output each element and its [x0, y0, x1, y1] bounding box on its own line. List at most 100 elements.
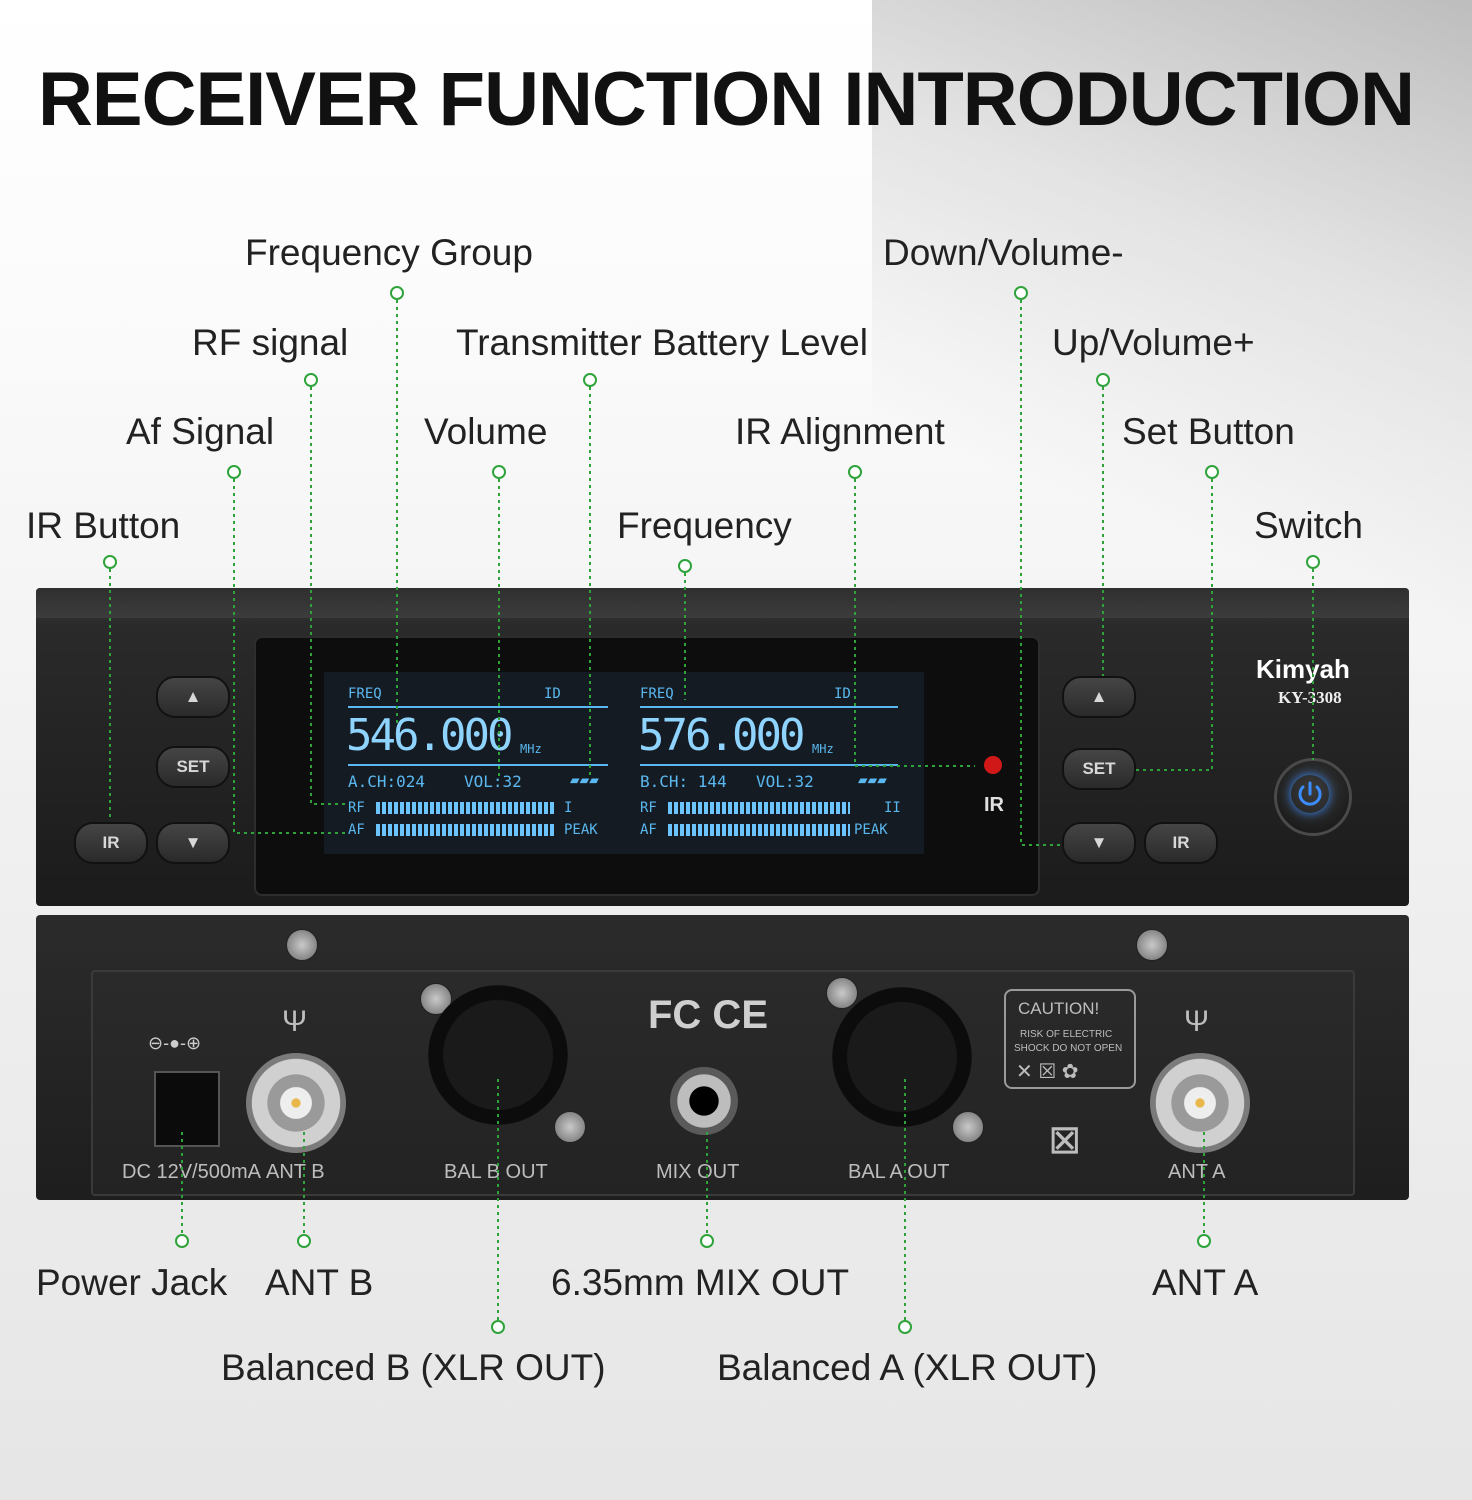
lcd-b-peak: PEAK — [854, 822, 888, 838]
ant-a-label: ANT A — [1168, 1161, 1226, 1183]
callout-dot — [848, 465, 862, 479]
lcd-a-unit: MHz — [520, 742, 542, 756]
screw-icon — [420, 983, 452, 1015]
label-ant-b: ANT B — [265, 1262, 374, 1303]
label-set-button: Set Button — [1122, 411, 1295, 452]
left-set-button[interactable]: SET — [156, 746, 230, 788]
front-top-edge — [36, 588, 1409, 618]
right-set-button[interactable]: SET — [1062, 748, 1136, 790]
leader-af-signal — [233, 479, 348, 834]
caution-line2: SHOCK DO NOT OPEN — [1014, 1043, 1123, 1054]
right-ir-button[interactable]: IR — [1144, 822, 1218, 864]
page-title: RECEIVER FUNCTION INTRODUCTION — [38, 57, 1415, 142]
label-ir-alignment: IR Alignment — [735, 411, 945, 452]
label-frequency-group: Frequency Group — [245, 232, 533, 273]
receiver-front-panel: ▲ SET IR ▼ FREQ ID 546.000 MHz A.CH:024 … — [36, 588, 1409, 906]
lcd-b-channel-index: II — [884, 800, 901, 816]
screw-icon — [952, 1111, 984, 1143]
caution-line1: RISK OF ELECTRIC — [1020, 1029, 1113, 1040]
label-down-volume: Down/Volume- — [883, 232, 1124, 273]
lcd-a-rf-meter — [376, 802, 556, 814]
lcd-b-battery-icon: ▰▰▰ — [858, 770, 887, 789]
certification-marks: FC CE — [648, 993, 768, 1037]
callout-dot — [390, 286, 404, 300]
ant-b-label: ANT B — [266, 1161, 325, 1183]
mix-out-jack[interactable] — [670, 1067, 738, 1135]
lcd-a-mid-rule — [348, 764, 608, 766]
lcd-b-mid-rule — [640, 764, 898, 766]
label-ant-a: ANT A — [1152, 1262, 1259, 1303]
power-jack[interactable] — [154, 1071, 220, 1147]
bal-a-label: BAL A OUT — [848, 1161, 950, 1183]
ant-a-connector[interactable] — [1150, 1053, 1250, 1153]
callout-dot — [700, 1234, 714, 1248]
xlr-a-connector[interactable] — [832, 987, 972, 1127]
screw-icon — [286, 929, 318, 961]
lcd-b-rf-label: RF — [640, 800, 657, 816]
lcd-a-channel: A.CH:024 — [348, 772, 426, 791]
lcd-b-channel: B.CH: 144 — [640, 772, 727, 791]
lcd-a-channel-index: I — [564, 800, 573, 816]
callout-dot — [678, 559, 692, 573]
callout-dot — [297, 1234, 311, 1248]
lcd-a-battery-icon: ▰▰▰ — [570, 770, 599, 789]
lcd-b-id-label: ID — [834, 686, 851, 702]
ant-b-connector[interactable] — [246, 1053, 346, 1153]
lcd-a-af-meter — [376, 824, 556, 836]
lcd-a-peak: PEAK — [564, 822, 598, 838]
callout-dot — [227, 465, 241, 479]
lcd-a-volume: VOL:32 — [464, 772, 522, 791]
leader-ir-alignment — [854, 479, 975, 767]
callout-dot — [103, 555, 117, 569]
right-down-button[interactable]: ▼ — [1062, 822, 1136, 864]
lcd-b-af-meter — [668, 824, 850, 836]
lcd-b-volume: VOL:32 — [756, 772, 814, 791]
callout-dot — [491, 1320, 505, 1334]
label-frequency: Frequency — [617, 505, 792, 546]
model-number: KY-3308 — [1278, 688, 1342, 707]
callout-dot — [1197, 1234, 1211, 1248]
label-up-volume: Up/Volume+ — [1052, 322, 1255, 363]
power-switch[interactable] — [1274, 758, 1352, 836]
lcd-a-top-rule — [348, 706, 608, 708]
label-balanced-b: Balanced B (XLR OUT) — [221, 1347, 606, 1388]
ir-window-label: IR — [984, 794, 1004, 816]
screw-icon — [826, 977, 858, 1009]
callout-dot — [898, 1320, 912, 1334]
label-battery-level: Transmitter Battery Level — [456, 322, 868, 363]
antenna-icon: Ψ — [282, 1005, 308, 1038]
dc-label: DC 12V/500mA — [122, 1161, 261, 1183]
antenna-icon: Ψ — [1184, 1005, 1210, 1038]
lcd-a-id-label: ID — [544, 686, 561, 702]
mix-out-label: MIX OUT — [656, 1161, 740, 1183]
lcd-b-unit: MHz — [812, 742, 834, 756]
left-down-button[interactable]: ▼ — [156, 822, 230, 864]
label-ir-button: IR Button — [26, 505, 181, 546]
left-up-button[interactable]: ▲ — [156, 676, 230, 718]
label-volume: Volume — [424, 411, 548, 452]
bal-b-label: BAL B OUT — [444, 1161, 548, 1183]
label-af-signal: Af Signal — [126, 411, 275, 452]
leader-rf-signal — [310, 387, 348, 805]
label-rf-signal: RF signal — [192, 322, 349, 363]
lcd-display: FREQ ID 546.000 MHz A.CH:024 VOL:32 ▰▰▰ … — [324, 672, 924, 854]
receiver-rear-panel: ⊖-●-⊕ DC 12V/500mA Ψ ANT B BAL B OUT FC … — [36, 915, 1409, 1200]
lcd-a-frequency: 546.000 — [346, 710, 513, 761]
caution-label: CAUTION! RISK OF ELECTRIC SHOCK DO NOT O… — [1004, 989, 1136, 1089]
right-up-button[interactable]: ▲ — [1062, 676, 1136, 718]
callout-dot — [1205, 465, 1219, 479]
leader-set-button — [1135, 479, 1213, 771]
callout-dot — [175, 1234, 189, 1248]
left-ir-button[interactable]: IR — [74, 822, 148, 864]
dc-polarity-icon: ⊖-●-⊕ — [148, 1033, 202, 1053]
lcd-b-rf-meter — [668, 802, 850, 814]
power-icon — [1291, 775, 1329, 813]
screw-icon — [1136, 929, 1168, 961]
callout-dot — [304, 373, 318, 387]
lcd-a-af-label: AF — [348, 822, 365, 838]
weee-bin-icon: ⊠ — [1048, 1118, 1082, 1162]
leader-down-volume — [1020, 300, 1062, 846]
lcd-b-freq-label: FREQ — [640, 686, 674, 702]
lcd-b-af-label: AF — [640, 822, 657, 838]
